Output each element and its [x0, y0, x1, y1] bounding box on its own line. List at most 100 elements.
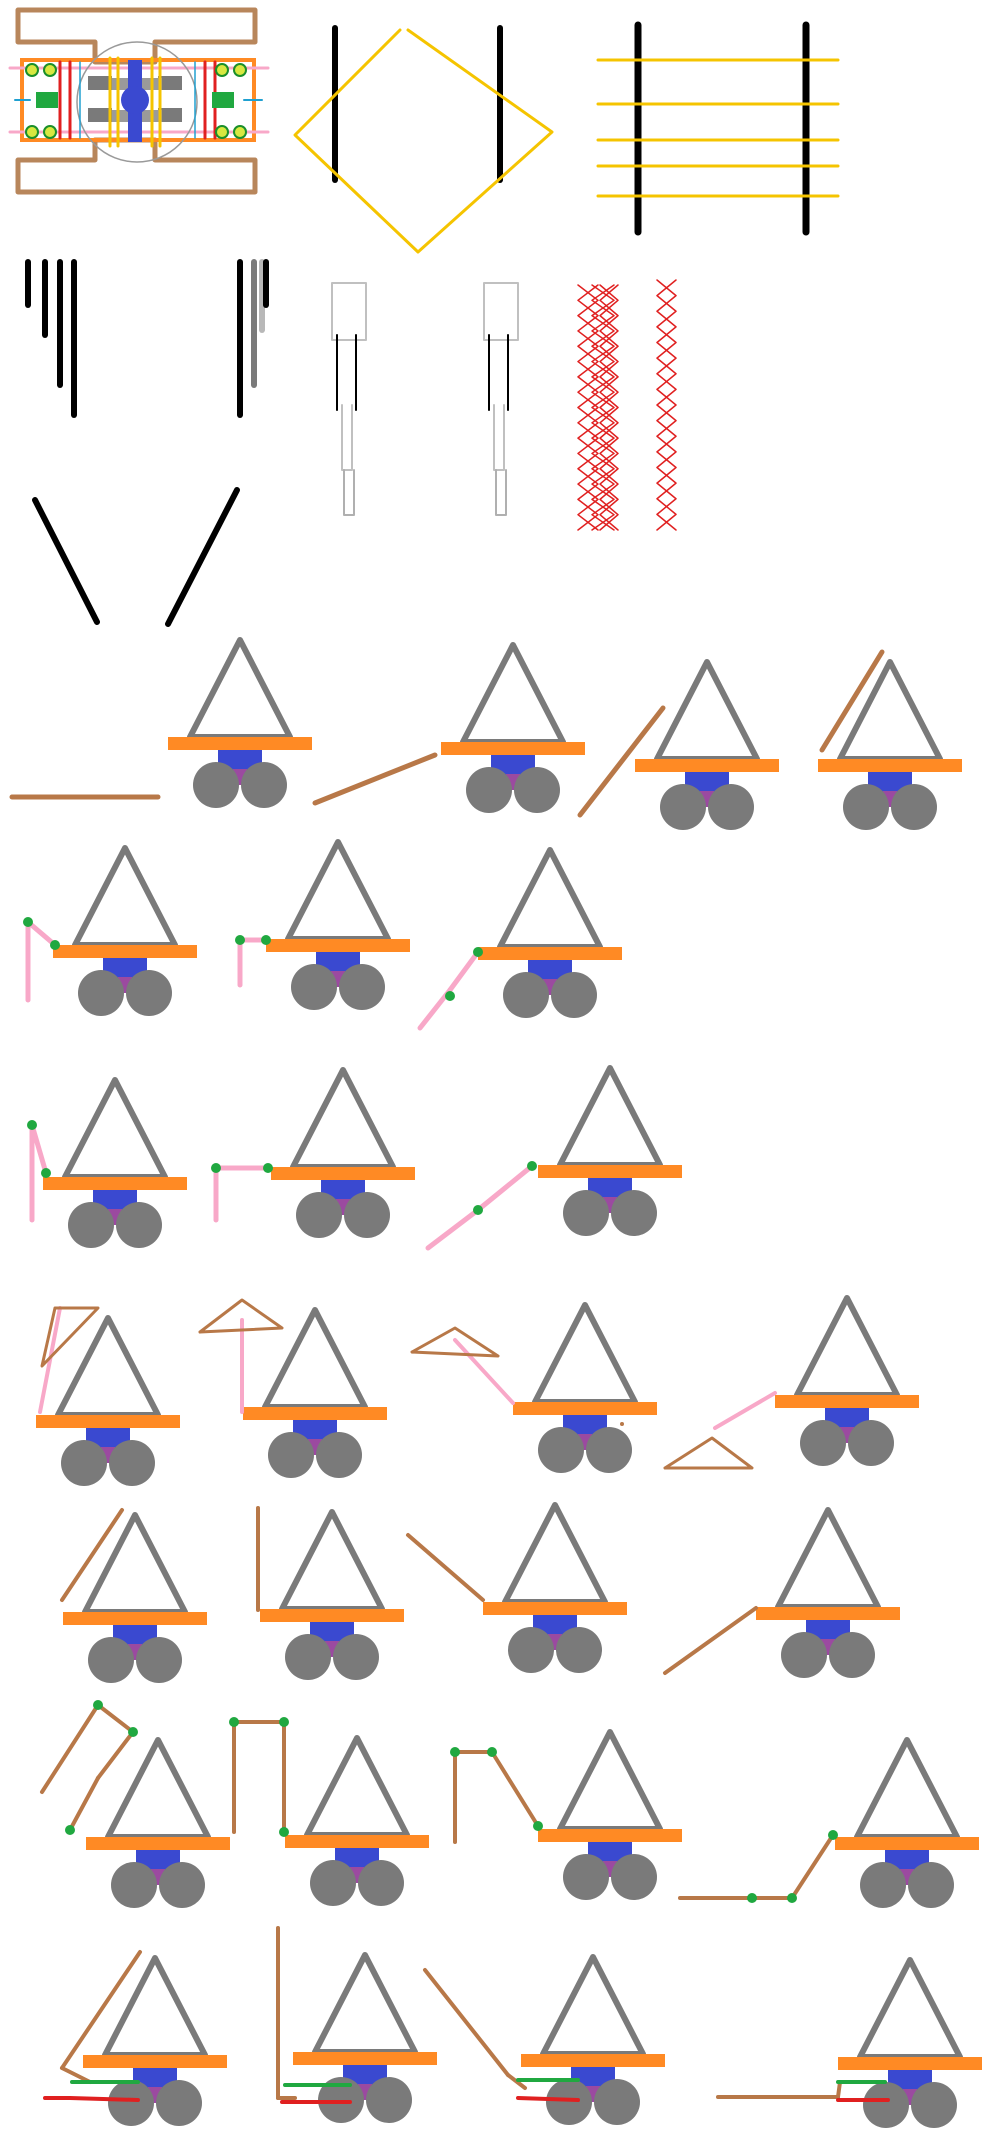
- arm-joint: [527, 1161, 537, 1171]
- brown-arm: [836, 2080, 842, 2099]
- brown-arm: [819, 649, 885, 753]
- robot-triangle: [290, 1067, 396, 1170]
- gray-block: [88, 76, 112, 90]
- yellow-ring: [233, 125, 247, 139]
- robot-platform: [43, 1177, 187, 1190]
- robot-triangle: [837, 659, 943, 762]
- arm-joint: [50, 940, 60, 950]
- arm-joint: [473, 947, 483, 957]
- lattice-zigzag: [577, 284, 599, 531]
- inner-tube: [493, 404, 505, 471]
- robot-platform: [83, 2055, 227, 2068]
- robot-wheel: [503, 972, 549, 1018]
- pink-arm: [475, 1163, 535, 1213]
- robot: [60, 1508, 207, 1683]
- arm-joint: [211, 1163, 221, 1173]
- arm-joint: [128, 1727, 138, 1737]
- robot: [43, 1950, 227, 2126]
- robot: [678, 1737, 979, 1908]
- brown-arm: [663, 1606, 758, 1675]
- robot-platform: [293, 2052, 437, 2065]
- robot-wheel: [193, 762, 239, 808]
- brown-arm: [790, 1833, 835, 1900]
- robot-wheel: [111, 1862, 157, 1908]
- v-line-left: [32, 497, 100, 625]
- robot-triangle: [557, 1729, 663, 1832]
- robot-wheel: [344, 1192, 390, 1238]
- robot-wheel: [61, 1440, 107, 1486]
- robot-wheel: [109, 1440, 155, 1486]
- brown-arm: [40, 1703, 100, 1794]
- robot-wheel: [556, 1627, 602, 1673]
- robot-platform: [63, 1612, 207, 1625]
- gold-rhombus: [293, 28, 554, 254]
- robot: [229, 1717, 429, 1906]
- brown-rod: [312, 752, 438, 806]
- inner-tube: [343, 469, 355, 516]
- arm-joint: [263, 1163, 273, 1173]
- robot-platform: [86, 1837, 230, 1850]
- brown-dot: [620, 1422, 624, 1426]
- inner-tube: [495, 469, 507, 516]
- brown-arm: [60, 2066, 92, 2084]
- robot-triangle: [262, 1307, 368, 1410]
- arm-joint: [229, 1717, 239, 1727]
- robot: [423, 1954, 665, 2125]
- robot-wheel: [708, 784, 754, 830]
- brown-arm: [506, 2073, 527, 2090]
- robot-wheel: [241, 762, 287, 808]
- brown-triangle: [663, 1436, 754, 1470]
- robot: [417, 847, 622, 1031]
- arm-joint: [235, 935, 245, 945]
- black-rod-sets: [25, 259, 269, 418]
- robot-platform: [260, 1609, 404, 1622]
- robot: [663, 1507, 900, 1678]
- yellow-ring: [25, 63, 39, 77]
- brown-arm: [68, 1776, 100, 1832]
- arm-joint: [445, 991, 455, 1001]
- robot-triangle: [502, 1502, 608, 1605]
- brown-arm: [96, 1703, 135, 1734]
- robot-triangle: [102, 1955, 208, 2058]
- robot: [40, 1700, 230, 1908]
- brown-arm: [60, 1950, 142, 2070]
- robot: [256, 1506, 404, 1680]
- robot: [406, 1502, 627, 1673]
- arm-joint: [65, 1825, 75, 1835]
- robot-triangle: [794, 1295, 900, 1398]
- brown-triangle: [40, 1306, 100, 1368]
- brown-arm: [490, 1750, 540, 1828]
- robot-wheel: [108, 2080, 154, 2126]
- robot-wheel: [911, 2082, 957, 2128]
- robot-platform: [756, 1607, 900, 1620]
- robot-wheel: [285, 1634, 331, 1680]
- robot-triangle: [540, 1954, 646, 2057]
- robot-wheel: [586, 1427, 632, 1473]
- robot-wheel: [538, 1427, 584, 1473]
- yellow-ring: [233, 63, 247, 77]
- arm-joint: [450, 1747, 460, 1757]
- robot-wheel: [514, 767, 560, 813]
- yellow-ring: [43, 63, 57, 77]
- robot: [27, 1077, 187, 1248]
- robot-platform: [36, 1415, 180, 1428]
- robot-platform: [483, 1602, 627, 1615]
- brown-arm: [60, 1508, 124, 1602]
- robot-triangle: [187, 637, 293, 740]
- pink-arm: [25, 919, 58, 948]
- schematic-circle: [76, 41, 198, 163]
- robot-triangle: [304, 1735, 410, 1838]
- robot-wheel: [126, 970, 172, 1016]
- blue-center-hub: [121, 86, 149, 114]
- robot: [450, 1729, 682, 1900]
- pink-arm: [447, 949, 481, 993]
- robot-platform: [521, 2054, 665, 2067]
- robot: [235, 839, 410, 1010]
- robot-triangle: [460, 642, 566, 745]
- arm-joint: [279, 1827, 289, 1837]
- robot-triangle: [279, 1509, 385, 1612]
- robot-wheel: [310, 1860, 356, 1906]
- ladder-frame: [596, 21, 840, 236]
- robot-wheel: [333, 1634, 379, 1680]
